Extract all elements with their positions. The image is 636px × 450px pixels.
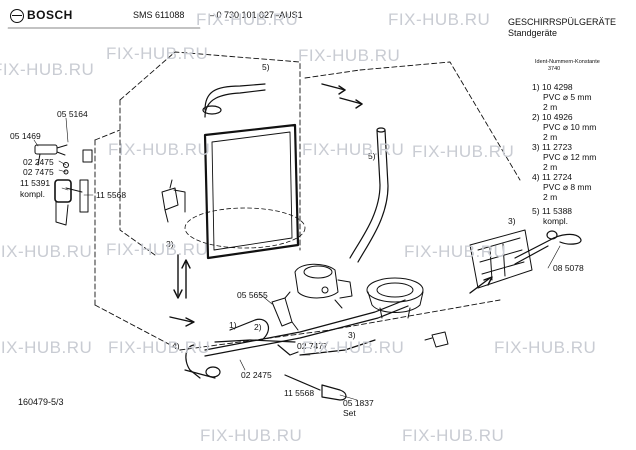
subcategory-title: Standgeräte — [508, 28, 558, 38]
callout-label: 3) — [508, 216, 516, 226]
part-label: 02 2475 — [23, 157, 54, 167]
ident-value: 3740 — [548, 66, 561, 72]
part-number: – 0 730 101 027–AUS1 — [209, 10, 303, 20]
callout-label: 3) — [166, 239, 174, 249]
left-components — [34, 144, 93, 226]
hose-3-right — [514, 230, 582, 265]
right-fitting — [424, 331, 449, 348]
brand-name: BOSCH — [27, 8, 73, 22]
callout-label: 1) — [229, 320, 237, 330]
part-label: 05 1837 — [343, 398, 374, 408]
part-label: 11 5568 — [96, 190, 127, 200]
part-label: 02 2475 — [241, 370, 272, 380]
detergent-unit — [469, 229, 533, 289]
legend-length: 2 m — [543, 192, 558, 202]
legend-desc: PVC ⌀ 8 mm — [543, 182, 592, 192]
callout-label: 5) — [262, 62, 270, 72]
part-label: 05 1469 — [10, 131, 41, 141]
lower-hoses — [184, 299, 409, 401]
legend-desc: PVC ⌀ 12 mm — [543, 152, 597, 162]
callout-label: 4) — [172, 341, 180, 351]
hose-5-vertical — [349, 127, 389, 263]
part-label: 05 5164 — [57, 109, 88, 119]
hose-5-top — [202, 83, 266, 118]
bosch-logo-icon — [10, 9, 24, 23]
callout-label: 5) — [368, 151, 376, 161]
legend-item: 3) 11 2723 — [532, 142, 573, 152]
leader-lines — [33, 117, 561, 401]
callout-label: 2) — [254, 322, 262, 332]
pump-assembly — [294, 263, 353, 309]
hose-legend: 1) 10 4298 PVC ⌀ 5 mm 2 m 2) 10 4926 PVC… — [532, 82, 596, 226]
legend-item: 5) 11 5388 — [532, 206, 573, 216]
legend-length: 2 m — [543, 102, 558, 112]
door-panel — [184, 123, 306, 260]
level-switch — [161, 179, 186, 223]
callout-label: 3) — [348, 330, 356, 340]
legend-item: 1) 10 4298 — [532, 82, 573, 92]
part-label: 11 5391 — [20, 178, 51, 188]
model-number: SMS 611088 — [133, 10, 185, 20]
flow-arrows — [169, 83, 493, 327]
legend-desc: kompl. — [543, 216, 569, 226]
machine-outline — [94, 51, 521, 351]
legend-desc: PVC ⌀ 10 mm — [543, 122, 597, 132]
legend-length: 2 m — [543, 162, 558, 172]
part-label: 02 7475 — [23, 167, 54, 177]
drain-fitting — [271, 291, 299, 331]
legend-desc: PVC ⌀ 5 mm — [543, 92, 592, 102]
legend-item: 2) 10 4926 — [532, 112, 573, 122]
part-label: 02 7477 — [297, 341, 328, 351]
part-label: Set — [343, 408, 356, 418]
part-label: 11 5568 — [284, 388, 315, 398]
part-label: 05 5655 — [237, 290, 268, 300]
sump — [366, 277, 424, 319]
legend-item: 4) 11 2724 — [532, 172, 573, 182]
part-label: 08 5078 — [553, 263, 584, 273]
part-label: kompl. — [20, 189, 46, 199]
ident-label: Ident-Nummern-Konstante — [535, 59, 600, 65]
legend-length: 2 m — [543, 132, 558, 142]
category-title: GESCHIRRSPÜLGERÄTE — [508, 17, 617, 27]
drawing-number: 160479-5/3 — [18, 397, 64, 407]
